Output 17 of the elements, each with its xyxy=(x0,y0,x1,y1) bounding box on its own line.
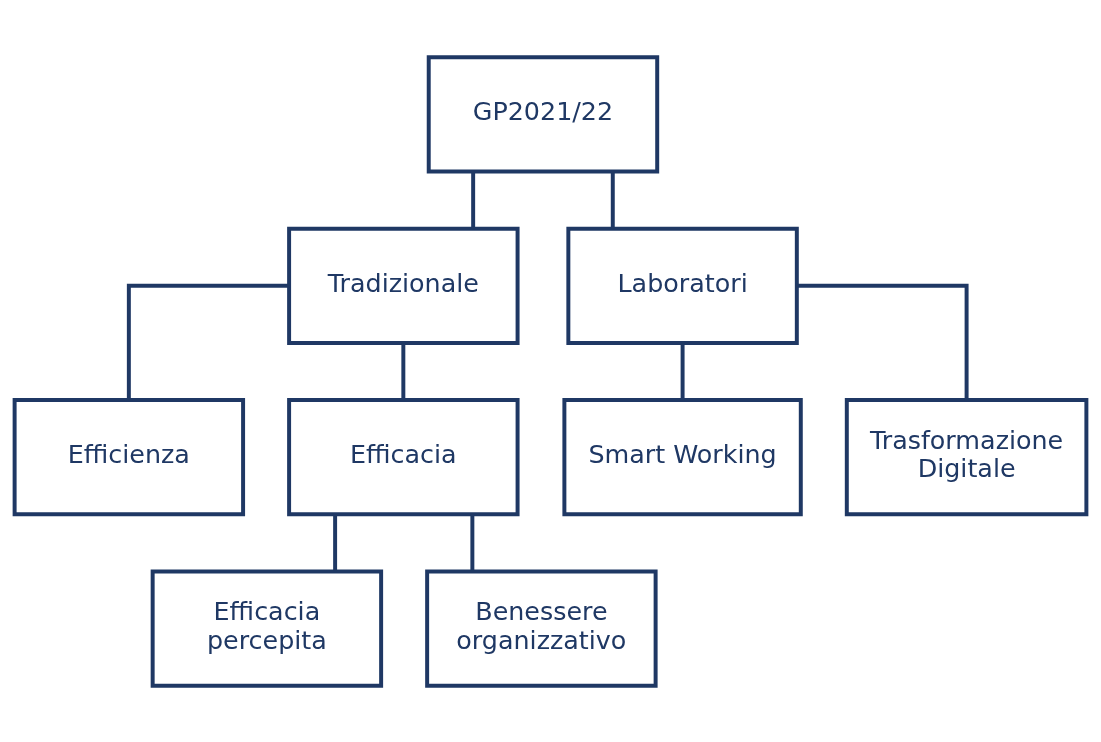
connector xyxy=(333,514,338,571)
connector xyxy=(610,171,615,228)
node-box: Trasformazione Digitale xyxy=(844,397,1089,516)
connector xyxy=(471,171,476,228)
connector xyxy=(680,342,685,399)
node-box: Tradizionale xyxy=(287,226,520,345)
connector xyxy=(796,283,969,400)
node-box: Laboratori xyxy=(566,226,799,345)
node-box: Benessere organizzativo xyxy=(425,568,658,688)
connector xyxy=(470,514,475,571)
node-box: Efficacia percepita xyxy=(150,568,384,688)
node-box: Efficienza xyxy=(12,397,246,516)
node-box: GP2021/22 xyxy=(426,54,660,174)
connector xyxy=(401,342,406,399)
node-box: Smart Working xyxy=(562,397,803,516)
node-box: Efficacia xyxy=(287,397,520,516)
connector xyxy=(126,283,289,400)
